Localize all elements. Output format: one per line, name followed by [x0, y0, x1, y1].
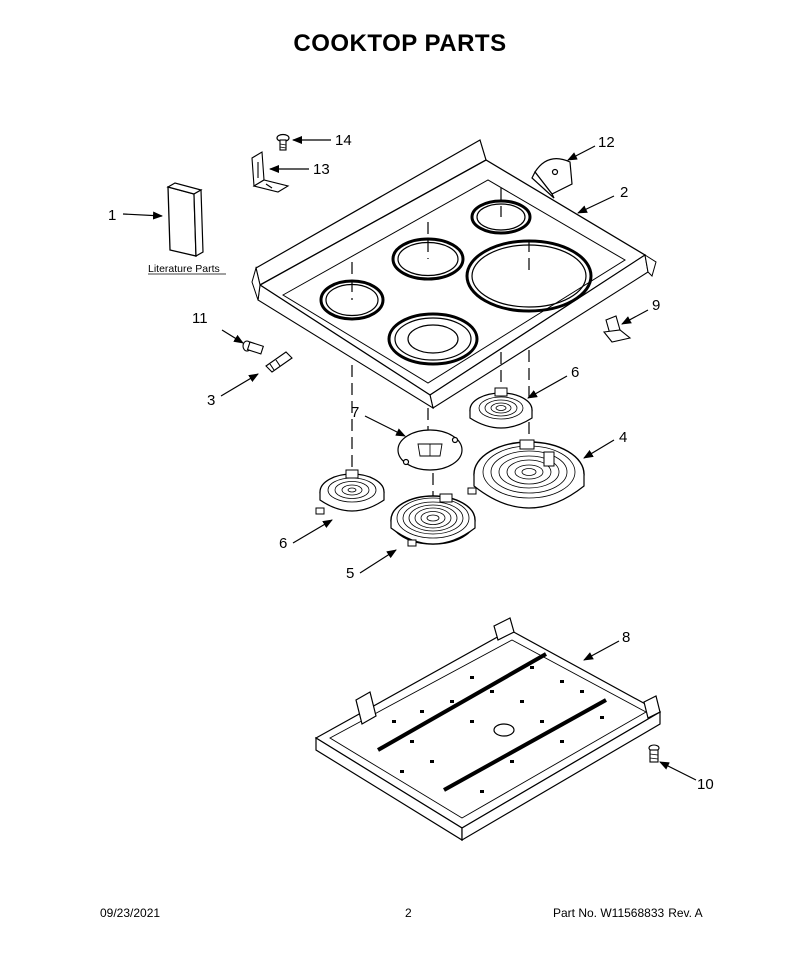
screw-11: [242, 340, 265, 355]
footer-page-number: 2: [405, 906, 412, 920]
literature-parts-label: Literature Parts: [148, 263, 220, 275]
callout-7: 7: [351, 404, 359, 421]
callout-8: 8: [622, 629, 630, 646]
screw-10: [648, 744, 660, 763]
page-title: COOKTOP PARTS: [293, 30, 507, 57]
callout-9: 9: [652, 297, 660, 314]
large-element-4: [467, 439, 585, 509]
footer-revision: Rev. A: [668, 906, 703, 920]
small-element-6-left: [315, 469, 385, 515]
clip-9: [602, 315, 632, 343]
callout-6-right: 6: [571, 364, 579, 381]
callout-10: 10: [697, 776, 714, 793]
bracket-12: [531, 158, 573, 199]
callout-14: 14: [335, 132, 352, 149]
callout-13: 13: [313, 161, 330, 178]
small-element-6-right: [469, 387, 533, 429]
callout-11: 11: [192, 310, 208, 327]
footer-part-number: Part No. W11568833: [553, 906, 665, 920]
burner-box-8: [314, 617, 662, 842]
callout-1: 1: [108, 207, 116, 224]
medium-element-5: [390, 493, 476, 547]
callout-6-left: 6: [279, 535, 287, 552]
callout-12: 12: [598, 134, 615, 151]
bracket-13: [251, 151, 290, 193]
terminal-3: [265, 351, 293, 373]
callout-4: 4: [619, 429, 627, 446]
screw-14: [276, 133, 290, 151]
cooktop-main-top: [251, 139, 657, 410]
leader-arrows: [122, 136, 697, 781]
callout-2: 2: [620, 184, 628, 201]
literature-book: [166, 182, 204, 258]
disc-7: [397, 429, 463, 471]
footer-date: 09/23/2021: [100, 906, 161, 920]
callout-3: 3: [207, 392, 215, 409]
callout-5: 5: [346, 565, 354, 582]
